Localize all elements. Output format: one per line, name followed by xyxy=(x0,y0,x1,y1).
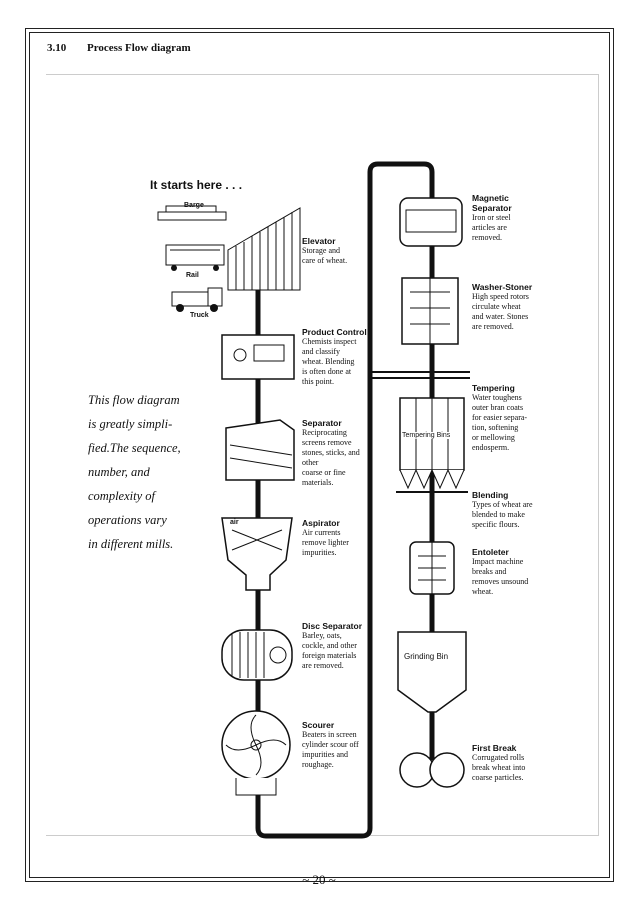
first-break-rolls-icon xyxy=(399,752,465,788)
rail-label: Rail xyxy=(186,272,199,279)
step-elevator: Elevator Storage and care of wheat. xyxy=(302,236,348,265)
step-first-break: First Break Corrugated rolls break wheat… xyxy=(472,743,526,782)
air-label: air xyxy=(230,519,239,526)
step-disc-separator: Disc Separator Barley, oats, cockle, and… xyxy=(302,621,362,670)
washer-stoner-icon xyxy=(401,277,459,345)
section-number: 3.10 xyxy=(47,42,67,54)
step-magnetic-separator: Magnetic Separator Iron or steel article… xyxy=(472,193,512,242)
elevator-icon xyxy=(227,207,301,291)
section-heading: 3.10 Process Flow diagram xyxy=(47,42,209,54)
magnetic-separator-icon xyxy=(399,197,463,247)
truck-label: Truck xyxy=(190,312,209,319)
grinding-bin-icon xyxy=(397,631,467,713)
step-blending: Blending Types of wheat are blended to m… xyxy=(472,490,533,529)
step-entoleter: Entoleter Impact machine breaks and remo… xyxy=(472,547,529,596)
disc-separator-icon xyxy=(221,629,293,681)
rail-car-icon xyxy=(165,244,225,271)
product-control-icon xyxy=(221,334,295,380)
aspirator-icon xyxy=(221,517,293,591)
section-title: Process Flow diagram xyxy=(87,42,191,54)
truck-icon xyxy=(171,287,223,312)
step-washer-stoner: Washer-Stoner High speed rotors circulat… xyxy=(472,282,533,331)
step-tempering: Tempering Water toughens outer bran coat… xyxy=(472,383,528,452)
start-label: It starts here . . . xyxy=(150,178,243,192)
step-scourer: Scourer Beaters in screen cylinder scour… xyxy=(302,720,359,769)
page-border-inner xyxy=(29,32,610,878)
flow-line xyxy=(255,161,435,839)
entoleter-icon xyxy=(409,530,455,595)
step-product-control: Product Control Chemists inspect and cla… xyxy=(302,327,367,386)
page-number: ~ 20 ~ xyxy=(302,872,336,887)
grinding-bin-label: Grinding Bin xyxy=(404,652,449,661)
step-separator: Separator Reciprocating screens remove s… xyxy=(302,418,360,487)
diagram-note: This flow diagram is greatly simpli- fie… xyxy=(88,393,181,551)
page-border-outer xyxy=(25,28,614,882)
barge-icon xyxy=(157,205,227,221)
scourer-icon xyxy=(221,710,291,796)
barge-label: Barge xyxy=(184,202,204,209)
step-aspirator: Aspirator Air currents remove lighter im… xyxy=(302,518,349,557)
tempering-bins-label: Tempering Bins xyxy=(402,432,451,439)
